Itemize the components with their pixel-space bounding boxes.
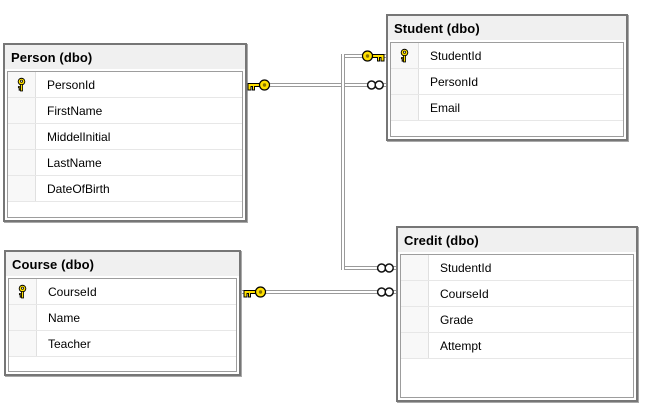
column-row-personid[interactable]: PersonId xyxy=(8,72,242,98)
relationship-line-student-credit-vertical[interactable] xyxy=(341,54,345,270)
column-row-name[interactable]: Name xyxy=(9,305,236,331)
relationship-line-person-student[interactable] xyxy=(247,83,386,87)
table-credit[interactable]: Credit (dbo) StudentId CourseId Grade At… xyxy=(396,226,638,402)
column-row-studentid[interactable]: StudentId xyxy=(391,43,623,69)
table-column-grid: CourseId Name Teacher xyxy=(8,278,237,372)
table-title: Student (dbo) xyxy=(394,20,480,36)
column-name: MiddelInitial xyxy=(47,129,111,144)
table-header[interactable]: Student (dbo) xyxy=(388,16,626,40)
column-row-firstname[interactable]: FirstName xyxy=(8,98,242,124)
column-name: StudentId xyxy=(430,48,482,63)
column-row-personid[interactable]: PersonId xyxy=(391,69,623,95)
table-student[interactable]: Student (dbo) StudentId PersonId Email xyxy=(386,14,628,141)
primary-key-icon xyxy=(16,77,27,92)
column-name: PersonId xyxy=(430,74,479,89)
column-row-attempt[interactable]: Attempt xyxy=(401,333,633,359)
relationship-line-course-credit[interactable] xyxy=(241,290,396,294)
table-title: Credit (dbo) xyxy=(404,232,479,248)
table-column-grid: PersonId FirstName MiddelInitial LastNam… xyxy=(7,71,243,218)
column-name: LastName xyxy=(47,155,102,170)
column-name: Grade xyxy=(440,312,474,327)
column-name: Attempt xyxy=(440,338,482,353)
infinity-icon xyxy=(366,79,385,91)
relationship-line-student-credit-bottom[interactable] xyxy=(345,266,396,270)
column-row-studentid[interactable]: StudentId xyxy=(401,255,633,281)
primary-key-icon xyxy=(17,284,28,299)
column-row-middelinitial[interactable]: MiddelInitial xyxy=(8,124,242,150)
table-header[interactable]: Person (dbo) xyxy=(5,45,245,69)
column-name: CourseId xyxy=(48,284,97,299)
column-row-courseid[interactable]: CourseId xyxy=(401,281,633,307)
table-column-grid: StudentId CourseId Grade Attempt xyxy=(400,254,634,398)
infinity-icon xyxy=(376,262,395,274)
column-row-grade[interactable]: Grade xyxy=(401,307,633,333)
table-course[interactable]: Course (dbo) CourseId Name Teacher xyxy=(4,250,241,376)
key-icon xyxy=(241,285,267,299)
column-row-lastname[interactable]: LastName xyxy=(8,150,242,176)
key-icon xyxy=(245,78,271,92)
column-row-dateofbirth[interactable]: DateOfBirth xyxy=(8,176,242,202)
infinity-icon xyxy=(376,286,395,298)
column-name: Name xyxy=(48,310,81,325)
column-name: DateOfBirth xyxy=(47,181,110,196)
table-title: Course (dbo) xyxy=(12,256,95,272)
table-person[interactable]: Person (dbo) PersonId FirstName MiddelIn… xyxy=(3,43,247,222)
table-title: Person (dbo) xyxy=(11,49,93,65)
table-header[interactable]: Credit (dbo) xyxy=(398,228,636,252)
column-name: FirstName xyxy=(47,103,103,118)
column-name: CourseId xyxy=(440,286,489,301)
column-name: PersonId xyxy=(47,77,96,92)
column-row-teacher[interactable]: Teacher xyxy=(9,331,236,357)
column-row-email[interactable]: Email xyxy=(391,95,623,121)
table-header[interactable]: Course (dbo) xyxy=(6,252,239,276)
column-name: StudentId xyxy=(440,260,492,275)
column-name: Email xyxy=(430,100,461,115)
column-name: Teacher xyxy=(48,336,91,351)
table-column-grid: StudentId PersonId Email xyxy=(390,42,624,137)
column-row-courseid[interactable]: CourseId xyxy=(9,279,236,305)
primary-key-icon xyxy=(399,48,410,63)
key-icon xyxy=(361,49,387,63)
